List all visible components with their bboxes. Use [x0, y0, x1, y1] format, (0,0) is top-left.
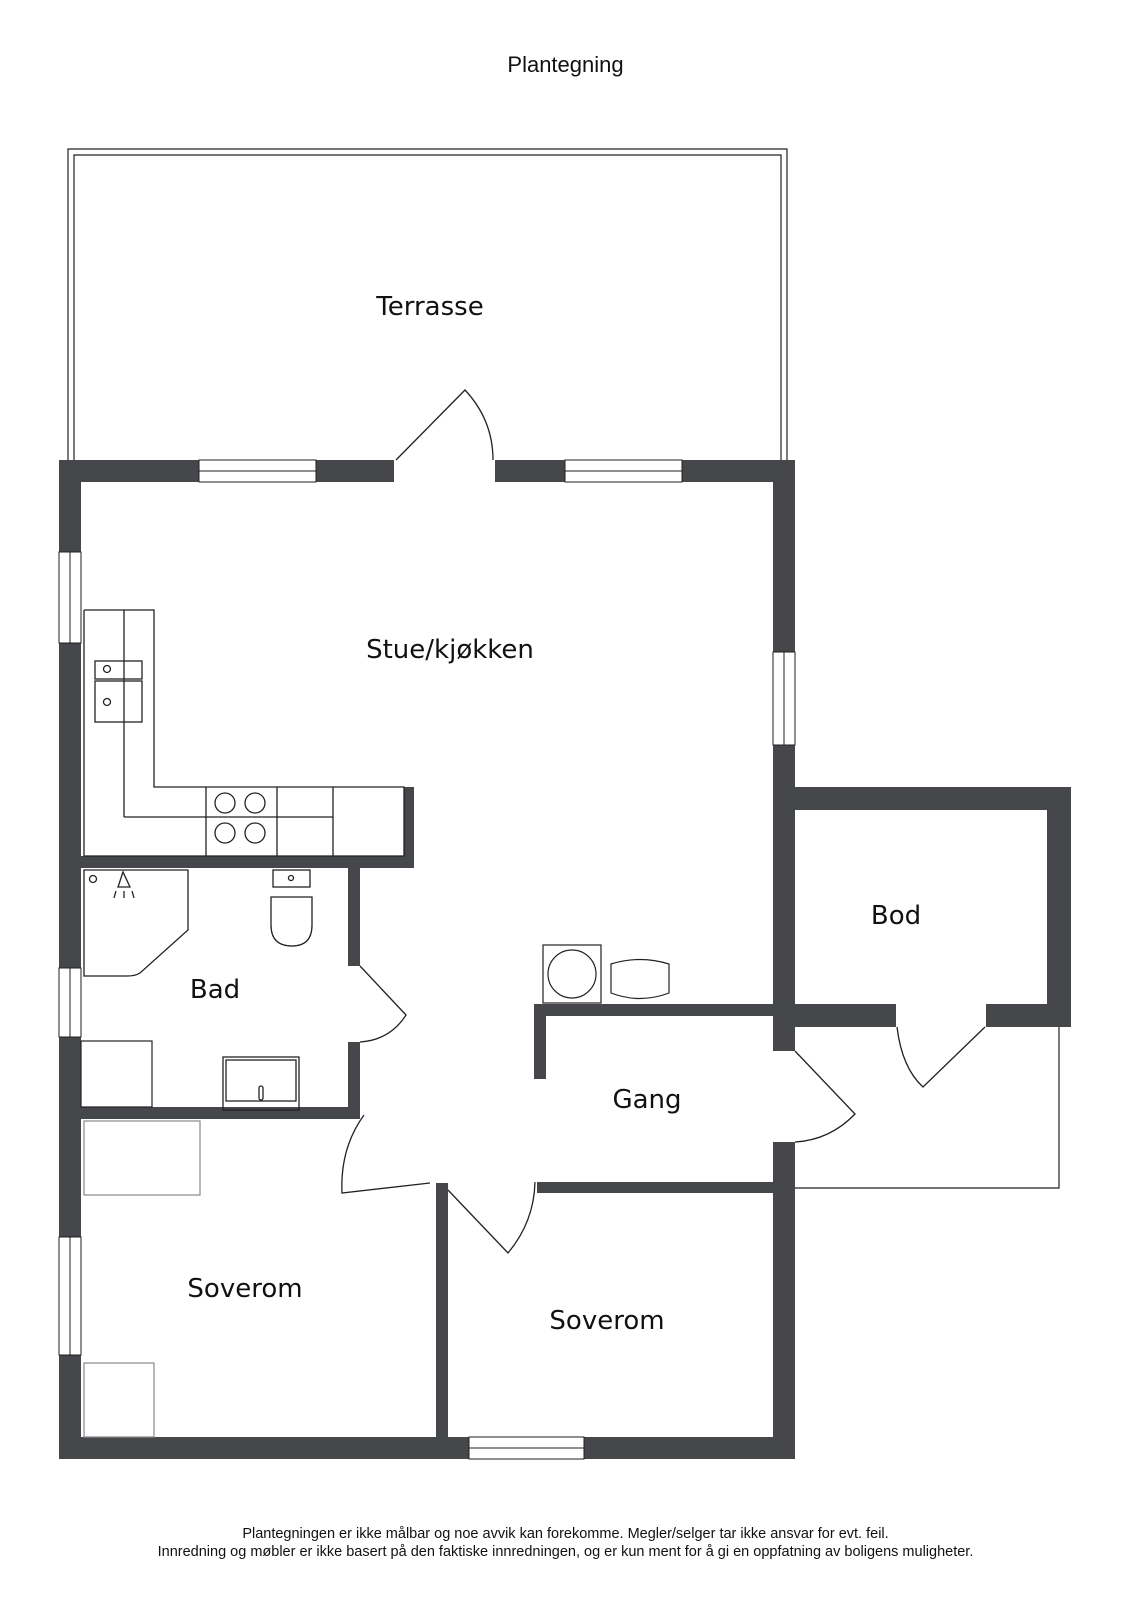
- washing-machine-icon: [542, 944, 602, 1004]
- room-label-bad: Bad: [190, 975, 240, 1005]
- dryer-icon: [610, 958, 670, 1000]
- sink-icon: [222, 1056, 300, 1111]
- room-label-soverom-2: Soverom: [549, 1306, 664, 1336]
- room-label-gang: Gang: [612, 1085, 681, 1115]
- room-label-bod: Bod: [871, 901, 921, 931]
- plan-title: Plantegning: [507, 52, 624, 77]
- walls: [59, 460, 1071, 1459]
- windows: [58, 459, 796, 1460]
- disclaimer-line-2: Innredning og møbler er ikke basert på d…: [157, 1544, 974, 1560]
- shower-icon: [83, 869, 189, 977]
- entrance-porch-outline: [795, 1027, 1060, 1189]
- terrace-outline: [67, 148, 788, 462]
- kitchen-counter: [83, 609, 405, 857]
- toilet-icon: [270, 869, 313, 947]
- doors: [341, 389, 986, 1254]
- stove-icon: [214, 792, 266, 844]
- room-label-soverom-1: Soverom: [187, 1274, 302, 1304]
- bedroom-furniture: [83, 1120, 201, 1438]
- room-label-terrasse: Terrasse: [375, 292, 483, 322]
- bathroom-cabinet: [80, 1040, 153, 1108]
- disclaimer-line-1: Plantegningen er ikke målbar og noe avvi…: [242, 1526, 889, 1542]
- room-label-stue-kjokken: Stue/kjøkken: [366, 635, 534, 665]
